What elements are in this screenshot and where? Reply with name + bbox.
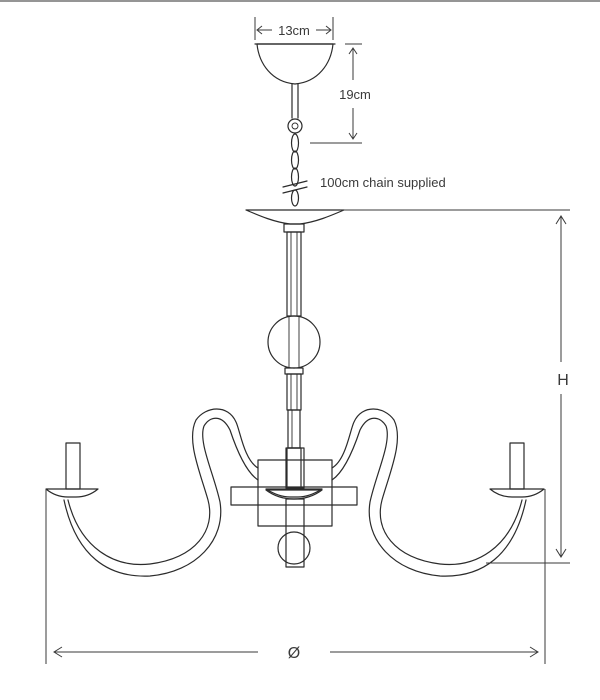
left-arm xyxy=(63,408,259,577)
chain-note: 100cm chain supplied xyxy=(320,175,446,190)
height-label: H xyxy=(557,372,569,389)
canopy-drop-dimension: 19cm xyxy=(310,43,371,144)
candle-right xyxy=(489,442,545,498)
central-hub xyxy=(230,447,358,568)
glass-sphere xyxy=(267,315,321,369)
diameter-label: Ø xyxy=(288,645,300,662)
canopy-width-label: 13cm xyxy=(278,23,310,38)
right-arm xyxy=(331,408,527,577)
stem-upper xyxy=(283,223,305,317)
canopy-drop-label: 19cm xyxy=(339,87,371,102)
candle-left xyxy=(45,442,99,498)
stem-lower xyxy=(284,367,304,449)
diameter-dimension: Ø xyxy=(45,489,546,664)
chain xyxy=(282,133,308,207)
height-dimension: H xyxy=(340,209,570,564)
suspension-rod xyxy=(287,83,303,134)
ceiling-canopy xyxy=(254,43,336,85)
candle-center xyxy=(265,447,323,498)
canopy-width-dimension: 13cm xyxy=(254,17,334,40)
top-dish xyxy=(245,209,345,225)
